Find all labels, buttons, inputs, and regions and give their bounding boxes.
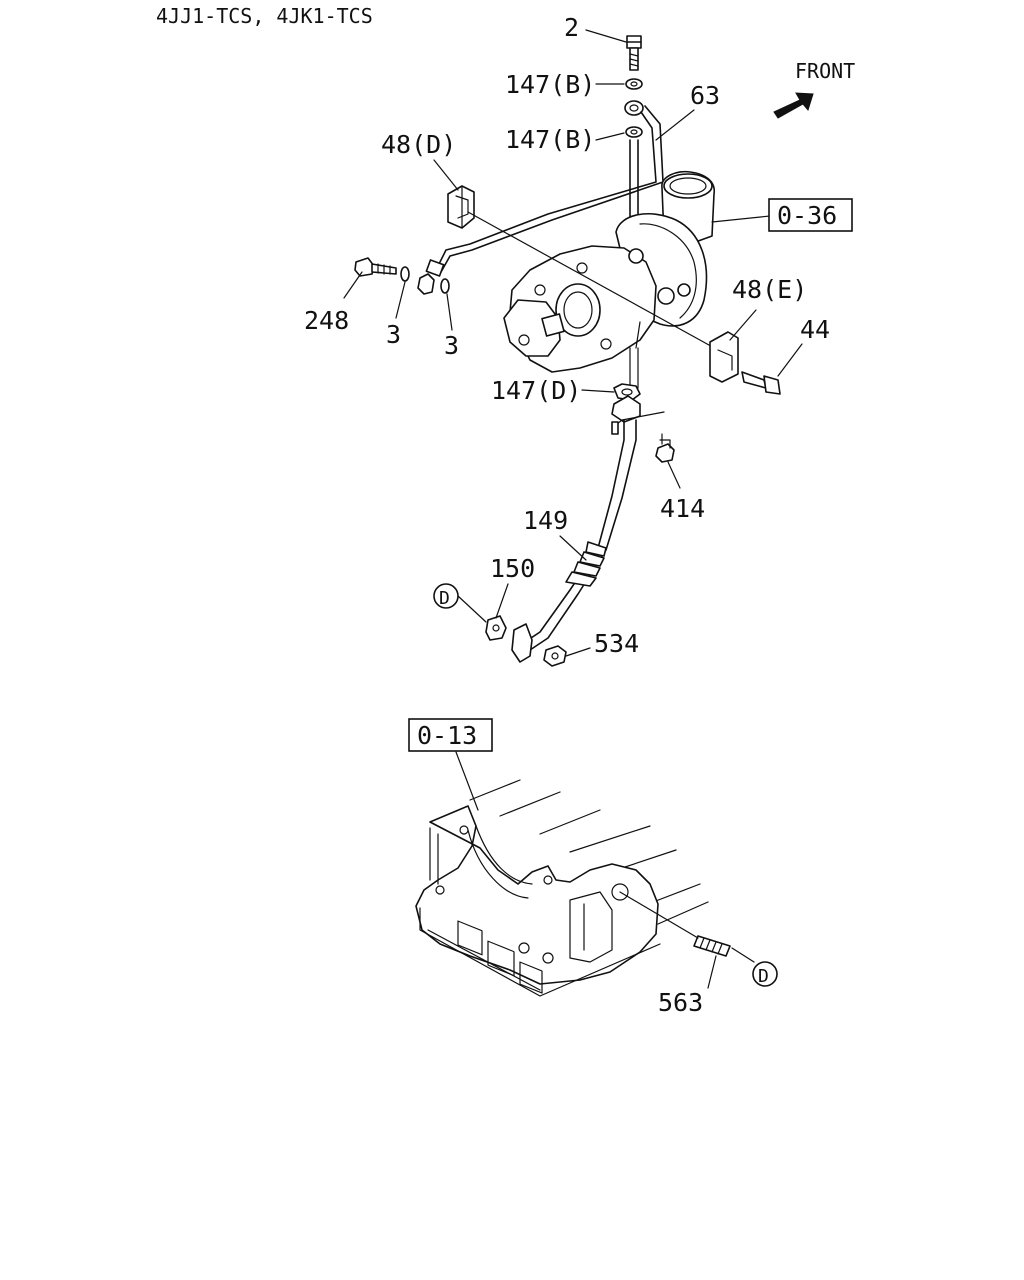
nut-534 <box>543 645 567 667</box>
connector-d-bottom: D <box>752 961 778 987</box>
svg-text:D: D <box>758 966 769 987</box>
bolt-248 <box>354 257 397 277</box>
callout-3a: 3 <box>386 320 401 349</box>
svg-text:D: D <box>439 588 450 609</box>
front-arrow-icon <box>773 92 814 119</box>
callout-563: 563 <box>658 988 703 1017</box>
svg-text:0-36: 0-36 <box>777 201 837 230</box>
callout-414: 414 <box>660 494 705 523</box>
engine-block-section <box>415 779 709 997</box>
ref-box-0-36[interactable]: 0-36 <box>768 198 853 232</box>
washer-3a <box>400 266 410 282</box>
model-header: 4JJ1-TCS, 4JK1-TCS <box>156 4 373 28</box>
bracket-48e <box>709 331 739 383</box>
callout-63: 63 <box>690 81 720 110</box>
gasket-150 <box>485 615 507 641</box>
svg-text:0-13: 0-13 <box>417 721 477 750</box>
bolt-414 <box>655 433 675 463</box>
callout-147b-top: 147(B) <box>505 70 595 99</box>
washer-147b-mid <box>625 126 643 138</box>
callout-147d: 147(D) <box>491 376 581 405</box>
ref-box-0-13[interactable]: 0-13 <box>408 718 493 752</box>
callout-44: 44 <box>800 315 830 344</box>
callout-3b: 3 <box>444 331 459 360</box>
callout-2: 2 <box>564 13 579 42</box>
bolt-2 <box>626 35 642 71</box>
bracket-48d <box>447 185 475 229</box>
washer-147b-top <box>625 78 643 90</box>
washer-3b <box>440 278 450 294</box>
callout-149: 149 <box>523 506 568 535</box>
callout-150: 150 <box>490 554 535 583</box>
oil-return-pipe-149 <box>511 395 665 663</box>
front-indicator: FRONT <box>773 59 855 119</box>
front-label: FRONT <box>795 59 855 83</box>
callout-48d: 48(D) <box>381 130 456 159</box>
callout-248: 248 <box>304 306 349 335</box>
turbocharger <box>503 170 715 389</box>
oil-feed-pipe-63 <box>425 100 664 277</box>
callout-48e: 48(E) <box>732 275 807 304</box>
stud-563 <box>693 935 731 957</box>
connector-d-top: D <box>433 583 459 609</box>
callout-147b-mid: 147(B) <box>505 125 595 154</box>
gasket-147d <box>613 383 641 401</box>
callout-534: 534 <box>594 629 639 658</box>
bolt-44 <box>741 371 781 395</box>
